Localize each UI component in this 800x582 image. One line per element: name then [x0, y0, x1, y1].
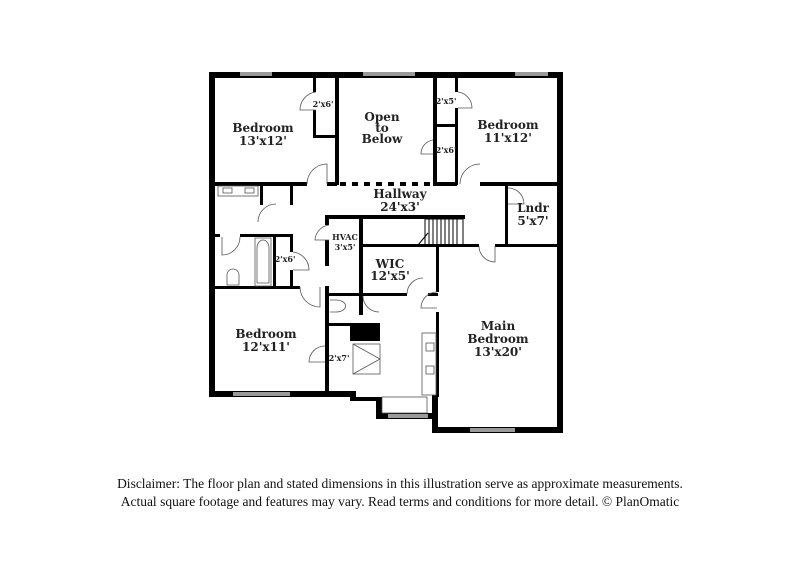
stairs	[417, 218, 464, 246]
room-dimensions: 13'x12'	[239, 134, 287, 148]
room-label-line2: Bedroom	[467, 332, 528, 346]
room-hallway: Hallway 24'x3'	[373, 187, 427, 214]
room-label: Bedroom	[232, 121, 293, 135]
room-dimensions: 5'x7'	[517, 214, 548, 228]
closet-label: 2'x7'	[329, 353, 350, 363]
room-label: HVAC	[332, 232, 358, 242]
closet-label: 2'x6'	[313, 99, 334, 109]
room-hvac: HVAC 3'x5'	[332, 232, 358, 252]
room-laundry: Lndr 5'x7'	[517, 201, 550, 228]
room-label-line1: Main	[481, 319, 516, 333]
room-main-bedroom: Main Bedroom 13'x20'	[467, 319, 528, 359]
interior-walls	[215, 78, 562, 397]
room-label: Lndr	[517, 201, 550, 215]
room-wic: WIC 12'x5'	[370, 257, 410, 283]
room-label-line1: Open	[364, 110, 399, 124]
closet-label: 2'x6'	[436, 145, 457, 155]
disclaimer-line-2: Actual square footage and features may v…	[120, 494, 680, 509]
closet-label: 2'x6'	[275, 254, 296, 264]
windows	[233, 72, 548, 432]
room-dimensions: 12'x5'	[370, 269, 410, 283]
room-label: WIC	[375, 257, 405, 271]
room-bedroom-nw: Bedroom 13'x12'	[232, 121, 293, 148]
room-bedroom-sw: Bedroom 12'x11'	[235, 327, 296, 354]
room-label-line2: to	[375, 121, 389, 135]
closet-label: 2'x5'	[436, 96, 457, 106]
closet-labels: 2'x6' 2'x5' 2'x6' 2'x6' 2'x7'	[275, 96, 457, 363]
room-dimensions: 12'x11'	[242, 340, 290, 354]
room-dimensions: 13'x20'	[474, 345, 522, 359]
room-bedroom-ne: Bedroom 11'x12'	[477, 118, 538, 145]
room-dimensions: 3'x5'	[335, 242, 356, 252]
open-to-below-railing	[340, 182, 430, 186]
fixtures	[217, 185, 437, 414]
disclaimer-line-1: Disclaimer: The floor plan and stated di…	[117, 476, 683, 491]
room-open-to-below: Open to Below	[362, 110, 403, 146]
room-label: Hallway	[373, 187, 427, 201]
room-label: Bedroom	[235, 327, 296, 341]
room-dimensions: 11'x12'	[484, 131, 532, 145]
room-label: Bedroom	[477, 118, 538, 132]
room-dimensions: 24'x3'	[380, 200, 420, 214]
room-label-line3: Below	[362, 132, 403, 146]
doors	[221, 91, 525, 363]
